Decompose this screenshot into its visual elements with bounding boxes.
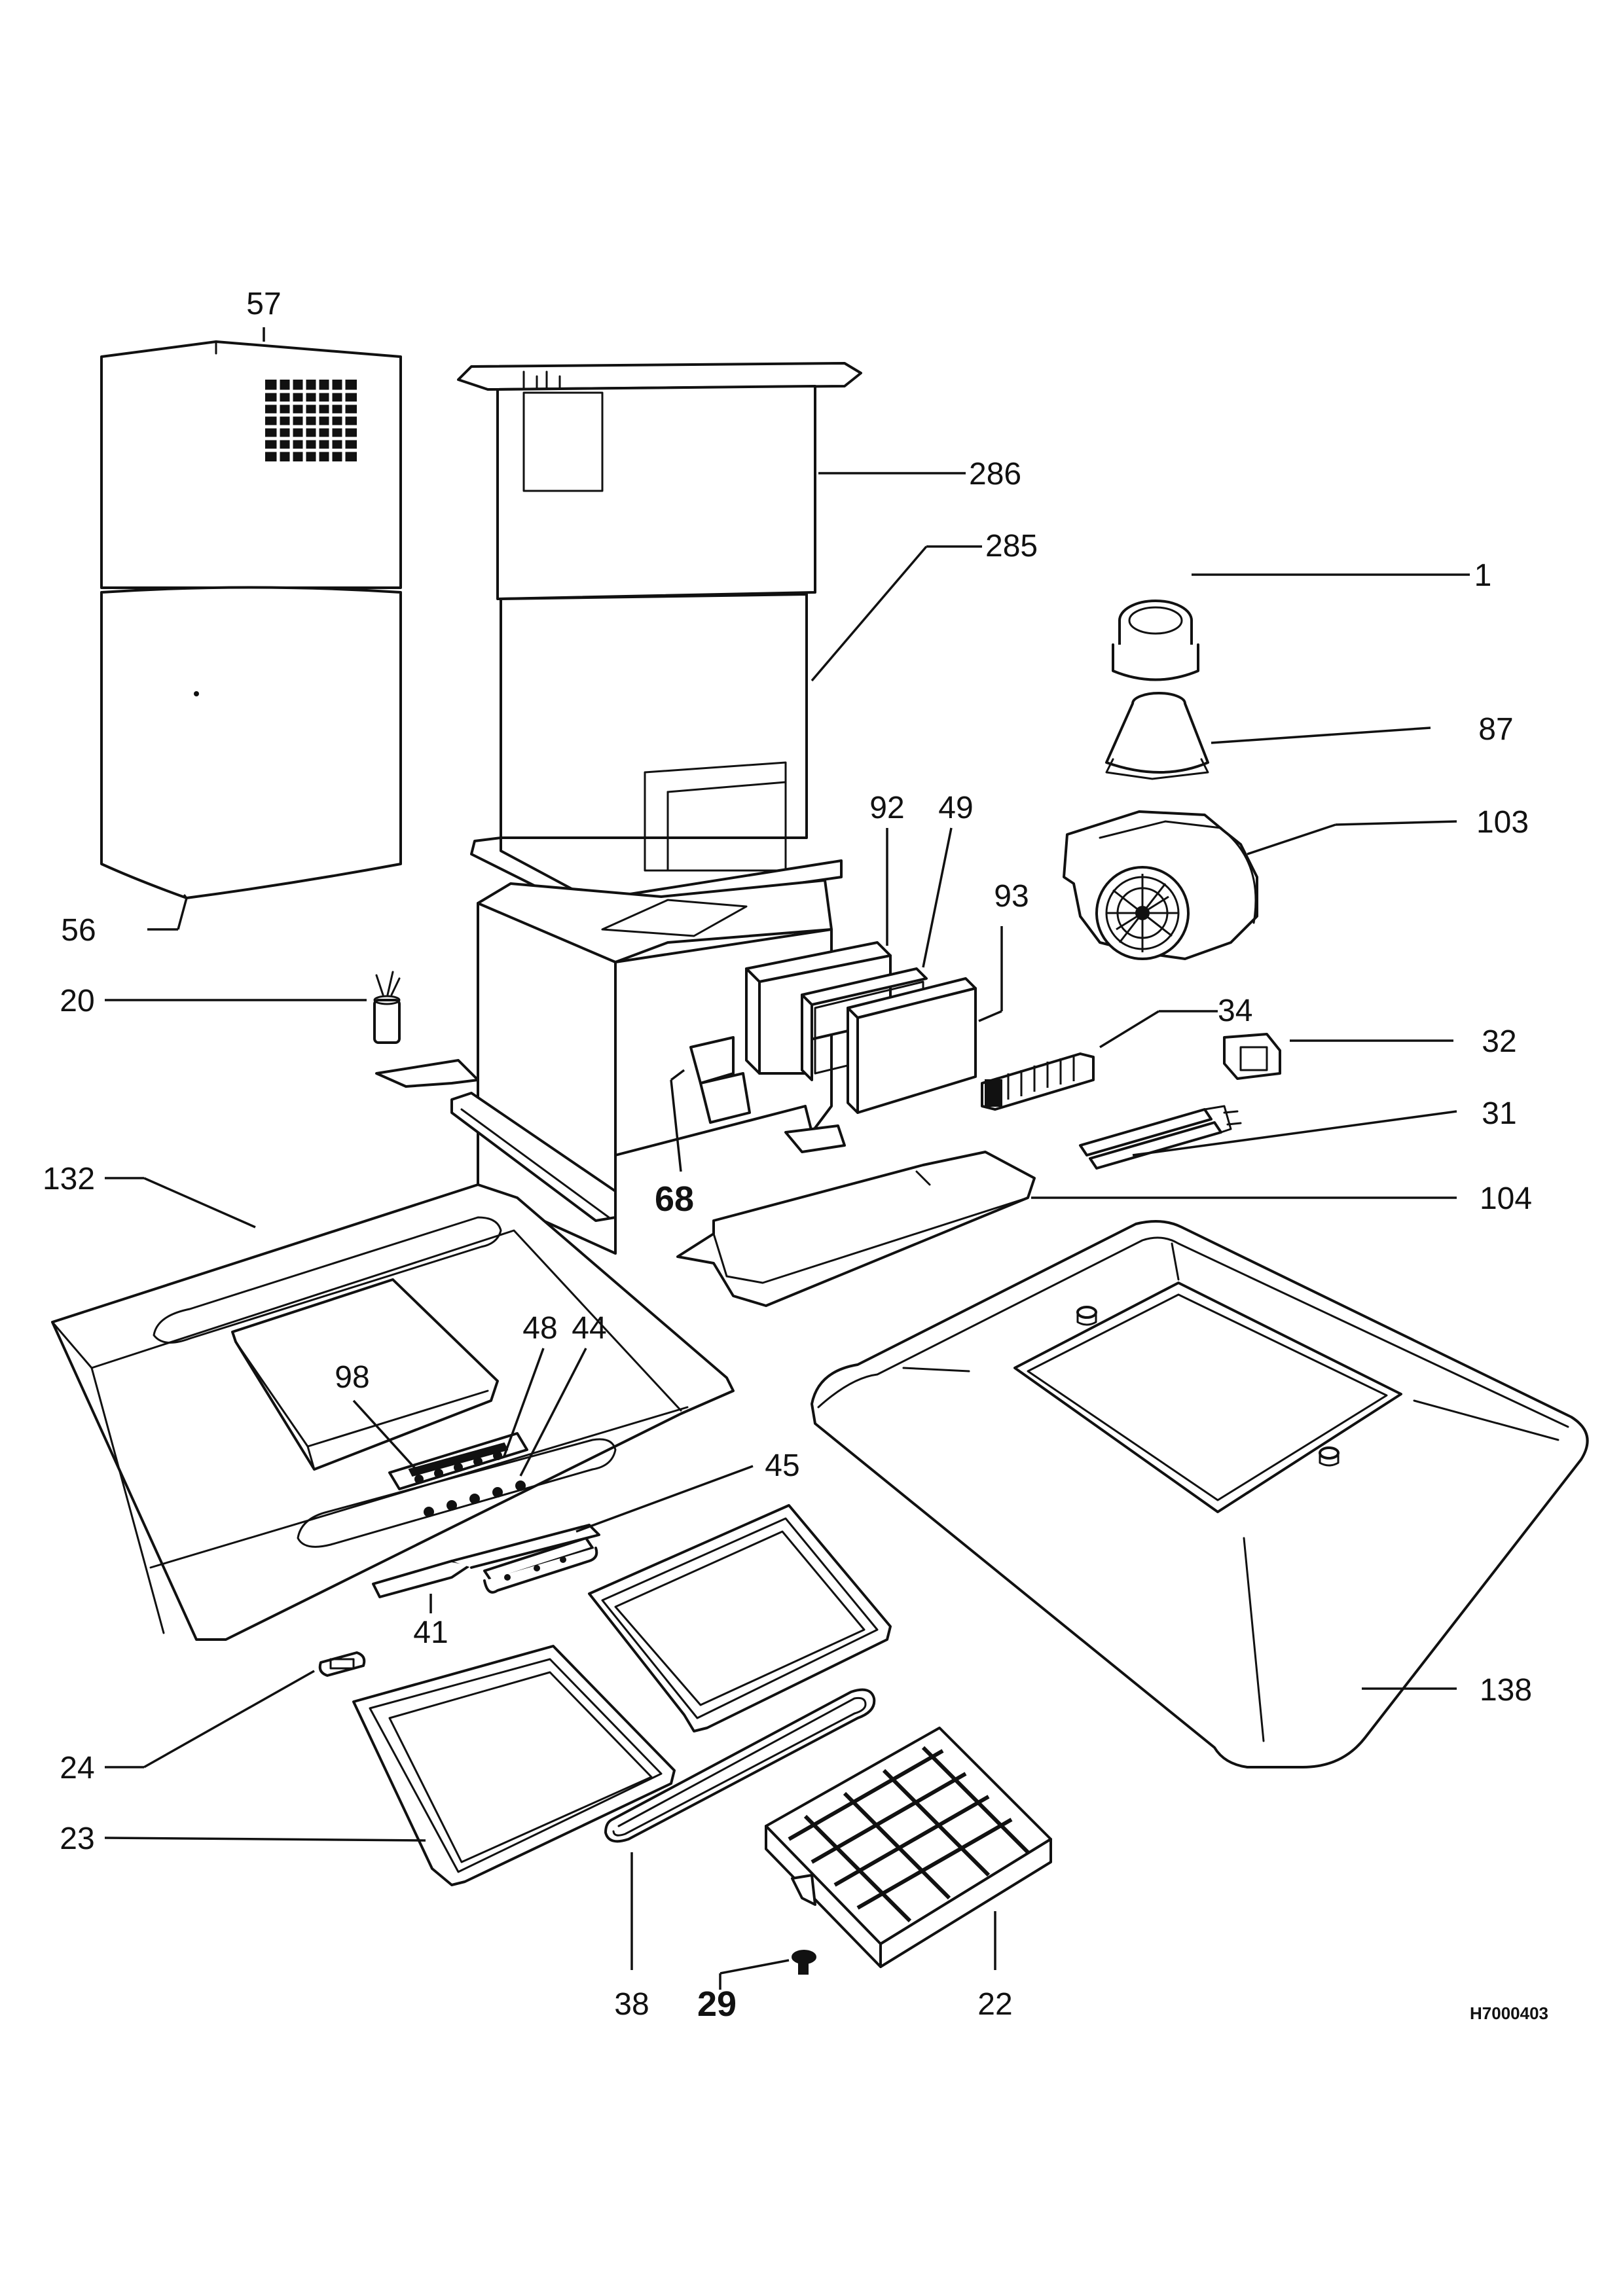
callout-45: 45 [765,1448,799,1483]
callout-44: 44 [572,1311,606,1346]
part-22-carbon-filter [765,1727,1052,1968]
part-control-panel [388,1432,528,1517]
part-132-canopy [51,1183,735,1641]
callout-104: 104 [1480,1181,1532,1216]
callout-41: 41 [413,1615,448,1650]
callout-56: 56 [61,913,96,948]
callout-38: 38 [614,1987,649,2022]
part-chimney-cover [100,340,402,899]
callout-31: 31 [1482,1096,1516,1131]
callout-286: 286 [969,457,1021,492]
part-filter-tray-right [588,1504,892,1732]
callout-93: 93 [994,879,1029,914]
callout-20: 20 [60,984,94,1018]
callout-24: 24 [60,1751,94,1785]
vent-grille [265,380,357,461]
part-29-screw [792,1950,816,1975]
part-45-switch-strip [483,1537,598,1594]
callout-49: 49 [938,791,973,825]
leader-lines [104,327,1470,1990]
part-1-collar [1112,600,1199,681]
callout-22: 22 [977,1987,1012,2022]
callout-23: 23 [60,1821,94,1856]
part-31-tube [1079,1105,1242,1170]
callout-1: 1 [1474,558,1492,593]
callout-87: 87 [1478,712,1513,747]
part-103-blower [1063,810,1258,960]
part-inner-frame [457,362,862,914]
part-32-socket [1223,1033,1281,1080]
callout-labels: 57 286 285 1 87 103 92 49 93 56 20 34 32… [43,287,1548,2024]
callout-92: 92 [869,791,904,825]
part-138-glass-canopy [811,1220,1589,1768]
part-93-panel [847,977,977,1114]
callout-29: 29 [697,1984,737,2024]
callout-132: 132 [43,1162,95,1196]
callout-48: 48 [522,1311,557,1346]
callout-138: 138 [1480,1673,1532,1708]
part-38-gasket [604,1688,876,1843]
callout-32: 32 [1482,1024,1516,1059]
part-20-capacitor [373,971,401,1044]
callout-285: 285 [985,529,1038,564]
callout-103: 103 [1476,805,1529,840]
part-34-lampholder [981,1052,1095,1111]
part-68-bracket [689,1036,751,1124]
part-24-clip [318,1651,366,1677]
part-104-light-cover [676,1151,1036,1307]
drawing-reference: H7000403 [1470,2003,1548,2023]
part-23-filter-tray [352,1645,676,1886]
part-41-lens [372,1524,600,1598]
part-87-adapter [1105,692,1209,780]
callout-98: 98 [335,1360,369,1395]
callout-57: 57 [246,287,281,321]
callout-68: 68 [655,1179,694,1219]
callout-34: 34 [1218,994,1252,1028]
